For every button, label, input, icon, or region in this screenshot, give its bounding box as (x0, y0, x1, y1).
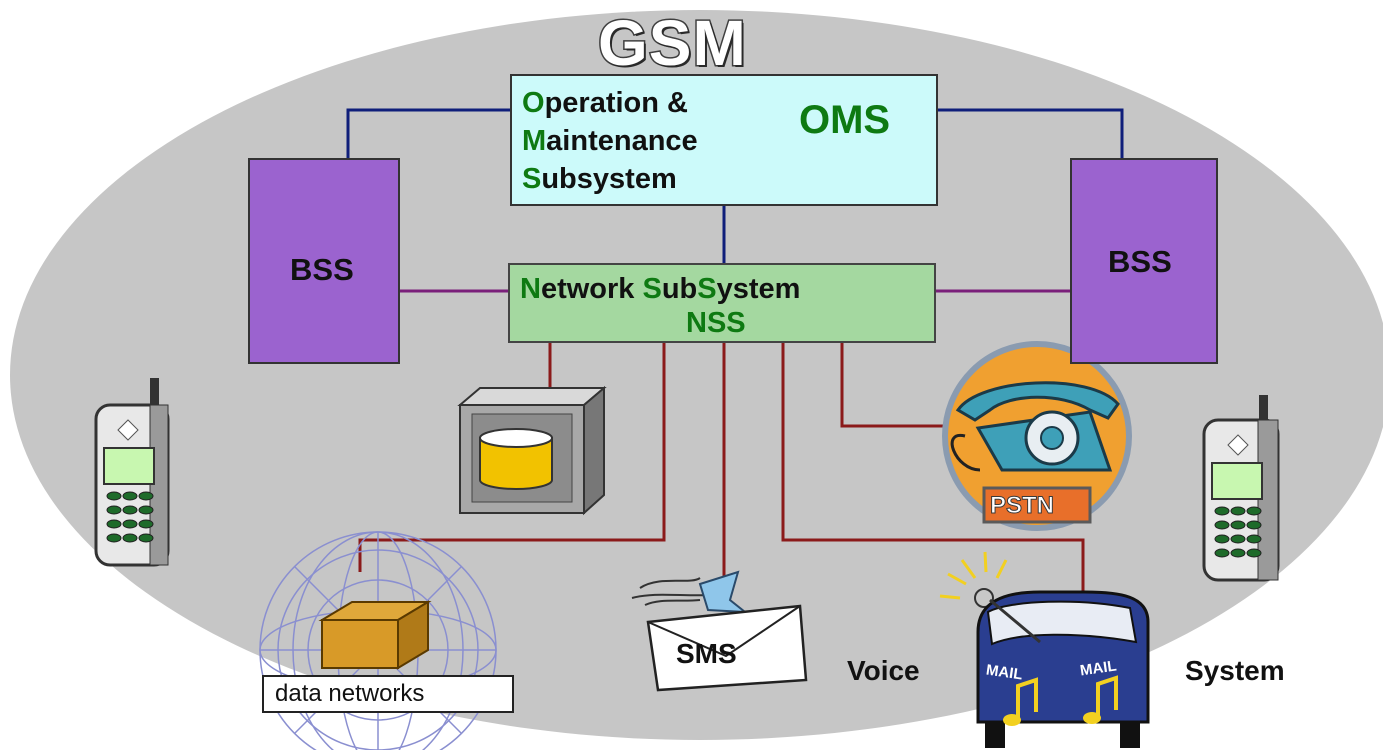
oms-box: Operation & Maintenance Subsystem OMS (510, 74, 938, 206)
pstn-label: PSTN (989, 492, 1055, 520)
data-networks-label-box (262, 675, 514, 713)
nss-title-n: N (520, 273, 541, 305)
voice-label: Voice (847, 655, 920, 686)
data-networks-label: data networks (275, 680, 425, 707)
system-label: System (1185, 655, 1285, 686)
package-box-icon (318, 600, 432, 670)
voice-mailbox-icon (939, 551, 1150, 748)
oms-line-1: Operation & (522, 84, 688, 122)
nss-title-ub: ub (661, 273, 698, 305)
nss-mail-link (781, 343, 1085, 600)
nss-data-networks-link (358, 343, 666, 572)
diagram-title: GSM (597, 6, 748, 81)
nss-title-etwork: etwork (540, 273, 643, 305)
mobile-phone-right-icon (1202, 395, 1280, 582)
mobile-phone-left-icon (94, 378, 170, 567)
nss-title-s2: S (697, 273, 717, 305)
oms-bss-left-link (346, 108, 510, 158)
oms-bss-right-link (938, 108, 1124, 158)
nss-pstn-link (840, 343, 944, 428)
oms-line-1-initial: O (522, 87, 545, 119)
nss-abbreviation: NSS (686, 307, 746, 339)
bss-right-label: BSS (1108, 244, 1172, 279)
sms-label: SMS (676, 638, 737, 669)
bss-left-box: BSS (248, 158, 400, 364)
nss-title: Network SubSystem (520, 273, 800, 306)
oms-line-3-rest: ubsystem (541, 163, 677, 195)
oms-line-2: Maintenance (522, 122, 698, 160)
bss-left-label: BSS (290, 252, 354, 287)
oms-line-3: Subsystem (522, 160, 677, 198)
bss-right-box: BSS (1070, 158, 1218, 364)
nss-box: Network SubSystem NSS (508, 263, 936, 343)
oms-abbreviation: OMS (799, 98, 891, 142)
nss-title-ystem: ystem (716, 273, 801, 305)
nss-title-s1: S (642, 273, 662, 305)
oms-line-2-rest: aintenance (546, 125, 698, 157)
sms-envelope-icon (631, 570, 808, 692)
oms-line-1-rest: peration & (544, 87, 688, 119)
oms-line-2-initial: M (522, 125, 547, 157)
database-server-icon (457, 385, 607, 516)
oms-line-3-initial: S (522, 163, 542, 195)
pstn-telephone-icon (942, 341, 1132, 531)
